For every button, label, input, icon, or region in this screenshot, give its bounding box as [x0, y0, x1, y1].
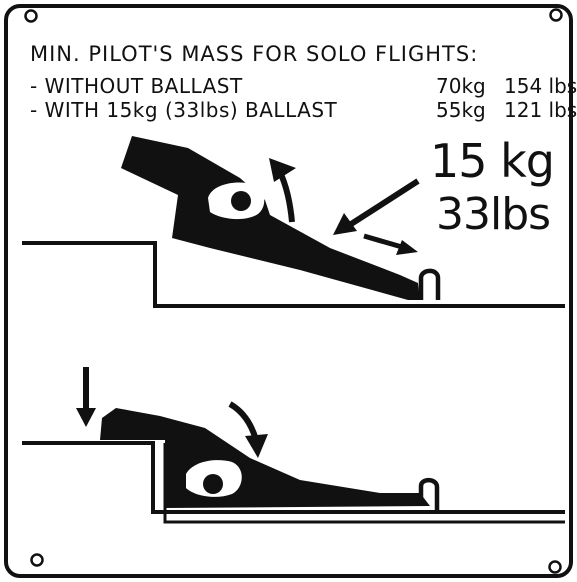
ballast-mass-kg: 15 kg — [430, 134, 555, 188]
mounting-hole-icon — [24, 9, 38, 23]
lift-arrow-shaft — [277, 170, 295, 223]
without-ballast-lbs: 154 lbs — [504, 74, 577, 98]
fitted-eye-pin — [203, 474, 223, 494]
placard-border — [4, 4, 573, 578]
without-ballast-kg: 70kg — [436, 74, 486, 98]
down-arrow-head — [76, 408, 96, 427]
lower-floor-line — [22, 441, 565, 514]
slide-arrow-head — [396, 240, 418, 255]
without-ballast-label: - WITHOUT BALLAST — [30, 74, 243, 98]
ballast-eye-pin — [231, 191, 251, 211]
ballast-weight-shape — [121, 136, 420, 300]
slide-arrow-shaft — [363, 233, 403, 250]
mounting-hole-icon — [549, 8, 563, 22]
ballast-fitted-diagram — [22, 367, 565, 524]
push-arrow-head — [333, 213, 357, 235]
retaining-hook — [418, 268, 441, 300]
with-ballast-kg: 55kg — [436, 98, 486, 122]
with-ballast-lbs: 121 lbs — [504, 98, 577, 122]
ballast-insertion-diagram — [22, 136, 565, 308]
with-ballast-label: - WITH 15kg (33lbs) BALLAST — [30, 98, 338, 122]
rotate-arrow-shaft — [228, 401, 259, 441]
fitted-ballast-shape — [100, 408, 430, 508]
ballast-mass-lbs: 33lbs — [436, 189, 551, 240]
rotate-arrow-head — [245, 434, 268, 458]
seat-floor-line — [22, 241, 565, 308]
push-arrow-shaft — [346, 178, 420, 229]
lift-arrow-head — [269, 158, 296, 182]
placard-title: MIN. PILOT'S MASS FOR SOLO FLIGHTS: — [30, 42, 479, 66]
lower-retaining-hook — [418, 477, 440, 512]
mounting-hole-icon — [548, 560, 562, 574]
mounting-hole-icon — [30, 553, 44, 567]
